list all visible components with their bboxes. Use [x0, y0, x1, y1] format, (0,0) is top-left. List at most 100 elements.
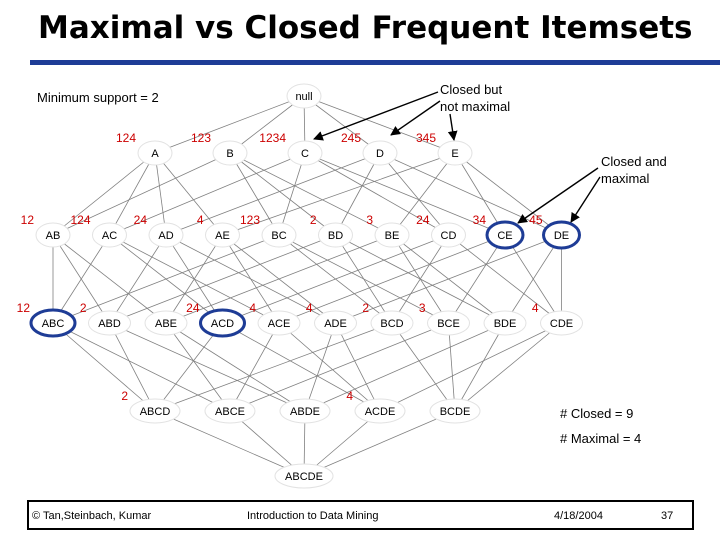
- lattice-edge: [379, 152, 449, 236]
- lattice-edge: [379, 152, 562, 236]
- closed-and-maximal-annotation-line-1: Closed and: [601, 154, 667, 169]
- lattice-edge: [154, 410, 305, 477]
- node-ellipse: [483, 310, 527, 336]
- lattice-edge: [335, 234, 393, 324]
- node-tid-label: 24: [186, 301, 200, 315]
- node-label: BCE: [437, 318, 460, 330]
- node-label: ACDE: [365, 406, 396, 418]
- closed-not-maximal-annotation-line-2: not maximal: [440, 99, 511, 114]
- lattice-edge: [304, 152, 506, 236]
- lattice-edge: [391, 322, 456, 412]
- node-label: E: [451, 148, 458, 160]
- node-ellipse: [204, 398, 256, 424]
- node-tid-label: 2: [362, 301, 369, 315]
- lattice-node: ABCE: [204, 398, 256, 424]
- lattice-node: ABE: [144, 310, 188, 336]
- lattice-edge: [391, 152, 456, 236]
- footer-page-number: 37: [661, 510, 674, 522]
- lattice-edge: [109, 322, 156, 412]
- node-label: ABCDE: [285, 471, 323, 483]
- lattice-node: BCDE: [429, 398, 481, 424]
- lattice-edge: [229, 152, 393, 236]
- maximal-count: # Maximal = 4: [560, 431, 642, 446]
- node-label: AC: [102, 230, 117, 242]
- lattice-node: null: [286, 83, 322, 109]
- footer-date: 4/18/2004: [554, 510, 603, 522]
- node-tid-label: 2: [80, 301, 87, 315]
- annotation-arrow: [313, 91, 439, 141]
- lattice-edge: [52, 234, 110, 324]
- node-tid-label: 4: [197, 213, 204, 227]
- node-ellipse: [279, 398, 331, 424]
- lattice-edge: [391, 234, 449, 324]
- lattice-edge: [304, 152, 449, 236]
- closed-maximal-ring: [29, 308, 77, 338]
- closed-and-maximal-annotation-line-2: maximal: [601, 171, 650, 186]
- node-ellipse: [314, 310, 357, 336]
- node-ellipse: [287, 140, 323, 166]
- node-tid-label: 2: [121, 389, 128, 403]
- lattice-edge: [229, 322, 280, 412]
- node-tid-label: 24: [416, 213, 430, 227]
- closed-maximal-ring: [542, 220, 581, 250]
- node-label: AD: [158, 230, 173, 242]
- lattice-edge: [229, 152, 280, 236]
- node-tid-label: 4: [306, 301, 313, 315]
- lattice-edge: [165, 152, 381, 236]
- lattice-edge: [154, 322, 393, 412]
- node-label: A: [151, 148, 159, 160]
- lattice-node: BE3: [366, 213, 410, 248]
- node-tid-label: 2: [310, 213, 317, 227]
- node-ellipse: [429, 398, 481, 424]
- footer-authors: © Tan,Steinbach, Kumar: [32, 510, 152, 522]
- node-ellipse: [261, 222, 297, 248]
- lattice-edge: [165, 322, 231, 412]
- node-ellipse: [205, 222, 240, 248]
- lattice-edge: [304, 322, 336, 412]
- lattice-edge: [303, 95, 456, 154]
- node-tid-label: 345: [416, 131, 436, 145]
- annotation-arrow: [570, 176, 601, 223]
- node-label: BCDE: [440, 406, 471, 418]
- annotation-arrow: [447, 113, 458, 141]
- node-tid-label: 123: [191, 131, 211, 145]
- node-tid-label: 45: [529, 213, 543, 227]
- node-label: DE: [554, 230, 569, 242]
- lattice-node: E 345: [416, 131, 473, 166]
- lattice-edge: [52, 322, 231, 412]
- closed-maximal-ring: [485, 220, 525, 250]
- lattice-edge: [52, 152, 156, 236]
- closed-maximal-ring: [199, 308, 246, 338]
- lattice-edge: [335, 152, 381, 236]
- node-ellipse: [137, 140, 173, 166]
- lattice-edge: [335, 322, 381, 412]
- lattice-edge: [303, 410, 456, 477]
- node-ellipse: [370, 310, 414, 336]
- node-ellipse: [144, 310, 188, 336]
- node-ellipse: [148, 222, 184, 248]
- footer-course: Introduction to Data Mining: [247, 510, 379, 522]
- lattice-edge: [229, 152, 336, 236]
- node-ellipse: [540, 310, 583, 336]
- node-ellipse: [427, 310, 470, 336]
- lattice-edge: [222, 152, 456, 236]
- node-ellipse: [212, 140, 248, 166]
- node-tid-label: 12: [21, 213, 35, 227]
- node-label: ABCE: [215, 406, 245, 418]
- node-tid-label: 3: [366, 213, 373, 227]
- slide-title: Maximal vs Closed Frequent Itemsets: [38, 10, 693, 46]
- lattice-edge: [229, 322, 449, 412]
- node-ellipse: [374, 222, 410, 248]
- lattice-edge: [379, 322, 562, 412]
- node-ellipse: [35, 222, 71, 248]
- lattice-edge: [165, 322, 306, 412]
